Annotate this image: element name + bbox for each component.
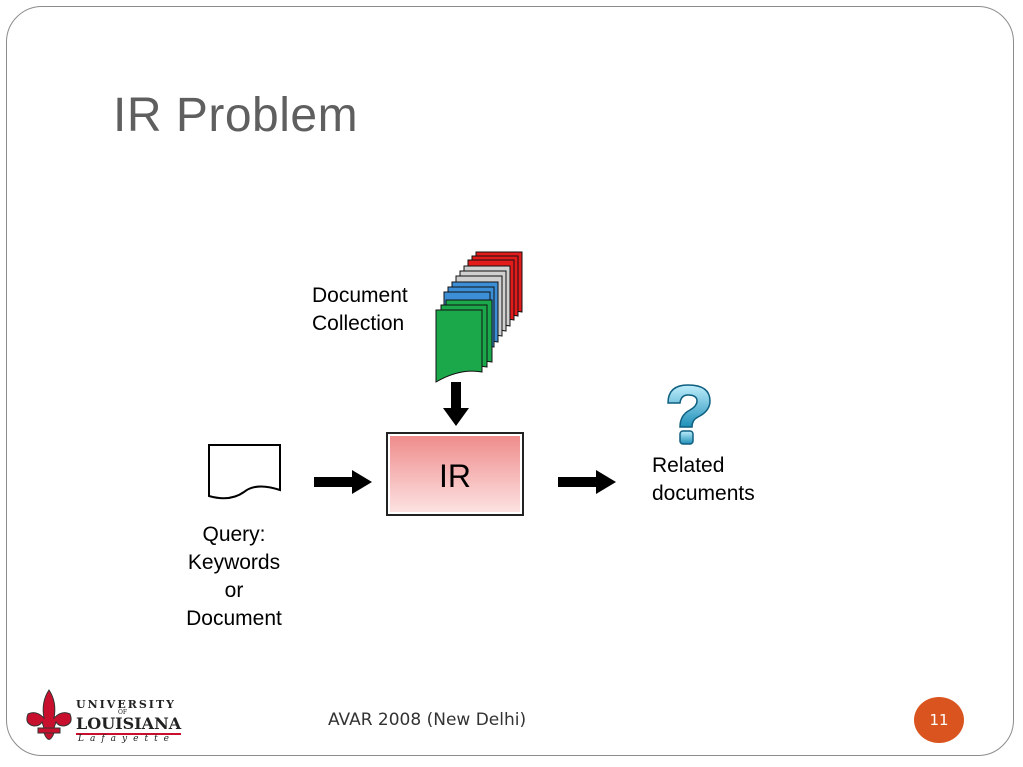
logo-lafayette: Lafayette [78,734,176,744]
right-arrow-icon [558,470,616,494]
footer-text: AVAR 2008 (New Delhi) [328,710,527,730]
query-document-icon [208,444,281,500]
down-arrow-icon [443,382,469,426]
query-label: Query: Keywords or Document [174,521,294,633]
logo-of: OF [118,709,128,716]
query-label-line1: Query: [202,523,266,546]
collection-label-line2: Collection [312,312,405,335]
related-label-line2: documents [652,482,755,505]
doc-sheet-green-3 [435,309,483,383]
logo-louisiana: LOUISIANA [76,714,182,735]
query-label-line3: or [224,579,244,602]
collection-label: Document Collection [312,282,408,338]
query-label-line4: Document [186,607,282,630]
related-documents-label: Related documents [652,452,755,508]
logo-university: UNIVERSITY [76,698,176,711]
question-mark-icon [667,384,711,445]
slide-frame [6,6,1014,756]
fleur-de-lis-logo-icon [26,689,72,740]
document-collection-icon [435,251,523,383]
right-arrow-icon [314,470,372,494]
collection-label-line1: Document [312,284,408,307]
page-number-badge: 11 [914,697,964,743]
ir-label: IR [439,458,471,494]
query-label-line2: Keywords [187,551,281,574]
ir-box: IR [386,432,524,516]
related-label-line1: Related [652,454,725,477]
slide-title: IR Problem [113,89,359,142]
